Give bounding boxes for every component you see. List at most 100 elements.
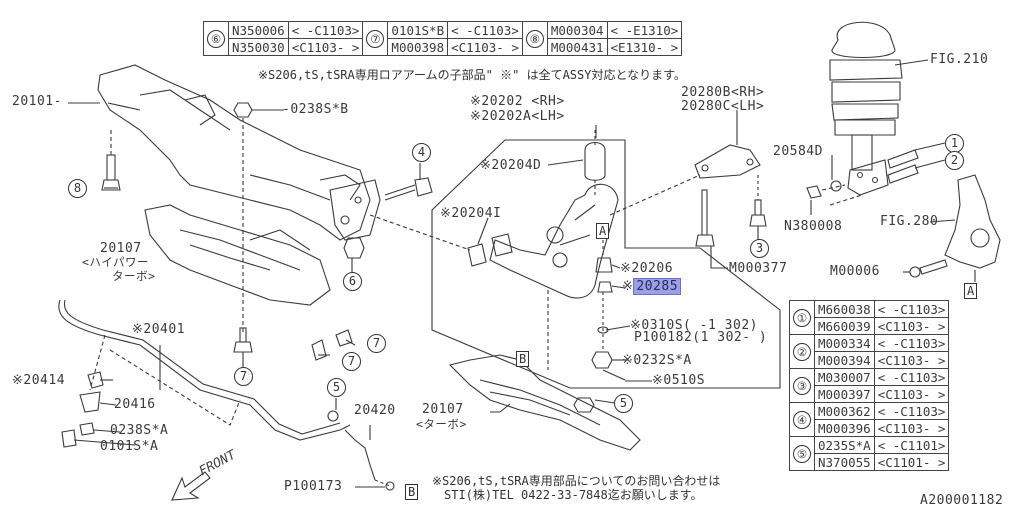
ref-box-B-arm[interactable]: B — [516, 351, 530, 367]
ref-4: ④ — [789, 402, 815, 437]
callout-7-b[interactable]: 7 — [367, 334, 386, 353]
part-label-20202A-lh[interactable]: ※20202A<LH> — [470, 109, 565, 124]
range: < -C1103> — [287, 21, 364, 39]
fig-ref-210[interactable]: FIG.210 — [930, 52, 989, 67]
knuckle-fig280 — [944, 174, 1001, 269]
range: < -C1103> — [873, 334, 950, 352]
right-parts-table: ① M660038 < -C1103> M660039 <C1103- > ② … — [789, 300, 950, 471]
ref-8: ⑧ — [521, 21, 548, 56]
part-number: M660038 — [814, 300, 875, 318]
part-number: M000362 — [814, 402, 875, 420]
range: < -C1103> — [873, 402, 950, 420]
part-label-20416[interactable]: 20416 — [114, 397, 156, 412]
ref-7: ⑦ — [362, 21, 389, 56]
part-label-0238S-B[interactable]: -0238S*B — [282, 102, 349, 117]
ref-box-A-arm[interactable]: A — [596, 223, 610, 239]
part-label-20584D[interactable]: 20584D — [773, 144, 823, 159]
ref-3: ③ — [789, 368, 815, 403]
part-number: M000304 — [546, 21, 608, 39]
bracket-20280 — [694, 144, 761, 179]
range: < -C1103> — [447, 21, 523, 39]
ref-5: ⑤ — [789, 436, 815, 471]
part-label-20285[interactable]: ※20285 — [622, 278, 682, 295]
range: < -E1310> — [606, 21, 683, 39]
part-label-M00006[interactable]: M00006 — [830, 264, 880, 279]
part-label-0510S[interactable]: ※0510S — [652, 373, 706, 388]
range: < -C1103> — [873, 300, 950, 318]
ref-2: ② — [789, 334, 815, 369]
bottom-note-line1: ※S206,tS,tSRA専用部品についてのお問い合わせは — [432, 474, 721, 488]
part-label-20204I[interactable]: ※20204I — [440, 206, 502, 221]
callout-2[interactable]: 2 — [945, 151, 964, 170]
part-label-20107-hipower[interactable]: 20107 — [100, 241, 142, 256]
range: <C1101- > — [873, 453, 950, 471]
callout-3[interactable]: 3 — [750, 239, 769, 258]
part-label-20204D[interactable]: ※20204D — [480, 158, 542, 173]
callout-7-c[interactable]: 7 — [342, 352, 361, 371]
part-number: 0101S*B — [387, 21, 449, 39]
ref-6: ⑥ — [203, 21, 229, 56]
range: <C1103- > — [447, 38, 523, 56]
part-label-20414[interactable]: ※20414 — [12, 373, 66, 388]
part-label-20107-turbo[interactable]: 20107 — [422, 402, 464, 417]
callout-4[interactable]: 4 — [412, 143, 431, 162]
part-number: M000394 — [814, 351, 875, 369]
range: <C1103- > — [873, 419, 950, 437]
part-label-20107-hipower-note2: ターボ> — [112, 269, 156, 283]
part-label-20107-hipower-note1: <ハイパワー — [82, 255, 149, 269]
top-note: ※S206,tS,tSRA専用ロアアームの子部品" ※" は全てASSY対応とな… — [258, 68, 686, 82]
part-number: M000431 — [546, 38, 608, 56]
ref-box-A-knuckle[interactable]: A — [964, 283, 978, 299]
lower-arm-20202 — [489, 183, 619, 299]
diagram-id: A200001182 — [920, 493, 1004, 508]
part-label-20101[interactable]: 20101- — [12, 94, 62, 109]
range: <E1310- > — [606, 38, 683, 56]
highlighted-part-20285[interactable]: 20285 — [633, 278, 682, 295]
range: <C1103- > — [873, 385, 950, 403]
part-number: M000334 — [814, 334, 875, 352]
callout-8[interactable]: 8 — [68, 179, 87, 198]
plate-20107-lower — [448, 354, 641, 451]
part-number: M000396 — [814, 419, 875, 437]
part-label-20206[interactable]: ※20206 — [620, 261, 674, 276]
part-label-20107-turbo-note: <ターボ> — [416, 417, 467, 431]
asterisk-prefix: ※ — [622, 279, 634, 294]
part-label-0101S-A[interactable]: 0101S*A — [100, 439, 159, 454]
part-number: M030007 — [814, 368, 875, 386]
range: <C1103- > — [287, 38, 364, 56]
part-number: N350006 — [228, 21, 289, 39]
ref-box-B-link[interactable]: B — [405, 484, 419, 500]
part-number: M660039 — [814, 317, 875, 335]
top-parts-table: ⑥ N350006 < -C1103> ⑦ 0101S*B < -C1103> … — [203, 21, 683, 56]
part-label-P100182[interactable]: P100182(1 302- ) — [634, 330, 768, 345]
part-label-0310S[interactable]: ※0310S( -1 302) — [630, 318, 758, 333]
part-number: 0235S*A — [814, 436, 875, 454]
strut-fig210 — [831, 21, 896, 59]
part-number: M000397 — [814, 385, 875, 403]
callout-6[interactable]: 6 — [343, 272, 362, 291]
front-arrow — [171, 471, 211, 501]
plate-20107-upper — [144, 204, 331, 306]
part-label-20280B-rh[interactable]: 20280B<RH> — [681, 85, 765, 100]
callout-5-a[interactable]: 5 — [327, 378, 346, 397]
range: < -C1103> — [873, 368, 950, 386]
part-label-20401[interactable]: ※20401 — [132, 322, 186, 337]
part-label-20420[interactable]: 20420 — [354, 403, 396, 418]
callout-7-a[interactable]: 7 — [234, 367, 253, 386]
callout-5-b[interactable]: 5 — [614, 394, 633, 413]
part-label-0232S-A[interactable]: ※0232S*A — [622, 353, 692, 368]
part-label-M000377[interactable]: M000377 — [729, 261, 788, 276]
part-label-20202-rh[interactable]: ※20202 <RH> — [470, 94, 565, 109]
fig-ref-280[interactable]: FIG.280 — [880, 214, 939, 229]
part-number: N370055 — [814, 453, 875, 471]
ref-1: ① — [789, 300, 815, 335]
part-label-N380008[interactable]: N380008 — [784, 219, 843, 234]
part-label-P100173[interactable]: P100173 — [284, 479, 343, 494]
part-label-20280C-lh[interactable]: 20280C<LH> — [681, 99, 765, 114]
part-label-0238S-A[interactable]: 0238S*A — [110, 423, 169, 438]
bottom-note-line2: STI(株)TEL 0422-33-7848迄お願いします。 — [444, 488, 703, 502]
part-number: M000398 — [387, 38, 449, 56]
range: <C1103- > — [873, 351, 950, 369]
range: < -C1101> — [873, 436, 950, 454]
